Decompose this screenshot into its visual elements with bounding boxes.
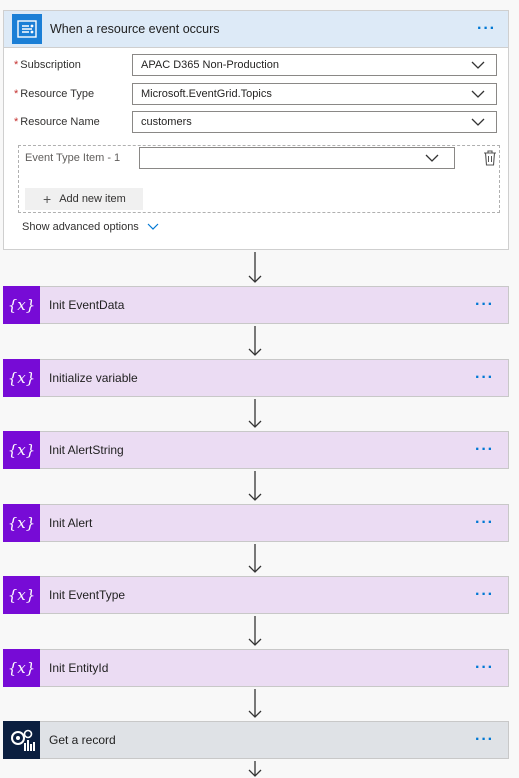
chevron-down-icon [147,223,159,230]
trigger-more-button[interactable]: ··· [477,20,496,37]
action-more-button[interactable]: ··· [475,586,494,603]
variable-icon: {x} [3,504,40,542]
action-title: Initialize variable [49,371,138,385]
trigger-title: When a resource event occurs [50,22,220,36]
required-marker: * [14,88,19,100]
action-more-button[interactable]: ··· [475,659,494,676]
subscription-label: Subscription [20,59,81,71]
delete-item-icon[interactable] [483,150,497,166]
action-title: Init AlertString [49,443,124,457]
chevron-down-icon [471,61,485,69]
chevron-down-icon [425,154,439,162]
action-more-button[interactable]: ··· [475,296,494,313]
subscription-value: APAC D365 Non-Production [141,59,279,71]
connector-arrow-icon [248,616,262,646]
connector-arrow-icon [248,544,262,573]
required-marker: * [14,59,19,71]
trigger-card: When a resource event occurs ··· * Subsc… [3,10,509,250]
subscription-row: * Subscription APAC D365 Non-Production [14,54,498,76]
connector-arrow-icon [248,689,262,718]
add-new-item-label: Add new item [59,193,126,205]
connector-arrow-icon [248,252,262,283]
resource-type-label: Resource Type [20,88,95,100]
action-card[interactable]: {x} Init EventType ··· [3,576,509,614]
event-type-item-dropdown[interactable] [139,147,455,169]
event-type-item-label: Event Type Item - 1 [25,152,121,164]
variable-icon: {x} [3,431,40,469]
action-more-button[interactable]: ··· [475,369,494,386]
advanced-options-label: Show advanced options [22,221,139,233]
variable-icon: {x} [3,286,40,324]
trigger-header[interactable]: When a resource event occurs ··· [4,11,508,48]
event-grid-icon [12,14,42,44]
connector-arrow-icon [248,761,262,777]
action-title: Init EventType [49,588,126,602]
required-marker: * [14,116,19,128]
dataverse-icon [3,721,40,759]
action-card[interactable]: {x} Init EntityId ··· [3,649,509,687]
action-title: Get a record [49,733,116,747]
action-more-button[interactable]: ··· [475,731,494,748]
connector-arrow-icon [248,326,262,356]
action-title: Init Alert [49,516,93,530]
resource-name-row: * Resource Name customers [14,111,498,133]
show-advanced-options-link[interactable]: Show advanced options [22,221,159,233]
resource-type-value: Microsoft.EventGrid.Topics [141,88,272,100]
connector-arrow-icon [248,471,262,501]
action-card[interactable]: {x} Init AlertString ··· [3,431,509,469]
subscription-dropdown[interactable]: APAC D365 Non-Production [132,54,497,76]
event-type-array: Event Type Item - 1 + Add new item [18,145,500,213]
action-card[interactable]: {x} Init EventData ··· [3,286,509,324]
action-title: Init EntityId [49,661,109,675]
connector-arrow-icon [248,399,262,428]
add-new-item-button[interactable]: + Add new item [25,188,143,210]
resource-name-dropdown[interactable]: customers [132,111,497,133]
resource-name-value: customers [141,116,192,128]
resource-type-dropdown[interactable]: Microsoft.EventGrid.Topics [132,83,497,105]
plus-icon: + [43,191,52,207]
action-more-button[interactable]: ··· [475,441,494,458]
action-more-button[interactable]: ··· [475,514,494,531]
resource-name-label: Resource Name [20,116,100,128]
variable-icon: {x} [3,359,40,397]
chevron-down-icon [471,118,485,126]
resource-type-row: * Resource Type Microsoft.EventGrid.Topi… [14,83,498,105]
variable-icon: {x} [3,576,40,614]
chevron-down-icon [471,90,485,98]
variable-icon: {x} [3,649,40,687]
action-card[interactable]: Get a record ··· [3,721,509,759]
action-card[interactable]: {x} Init Alert ··· [3,504,509,542]
action-title: Init EventData [49,298,125,312]
action-card[interactable]: {x} Initialize variable ··· [3,359,509,397]
